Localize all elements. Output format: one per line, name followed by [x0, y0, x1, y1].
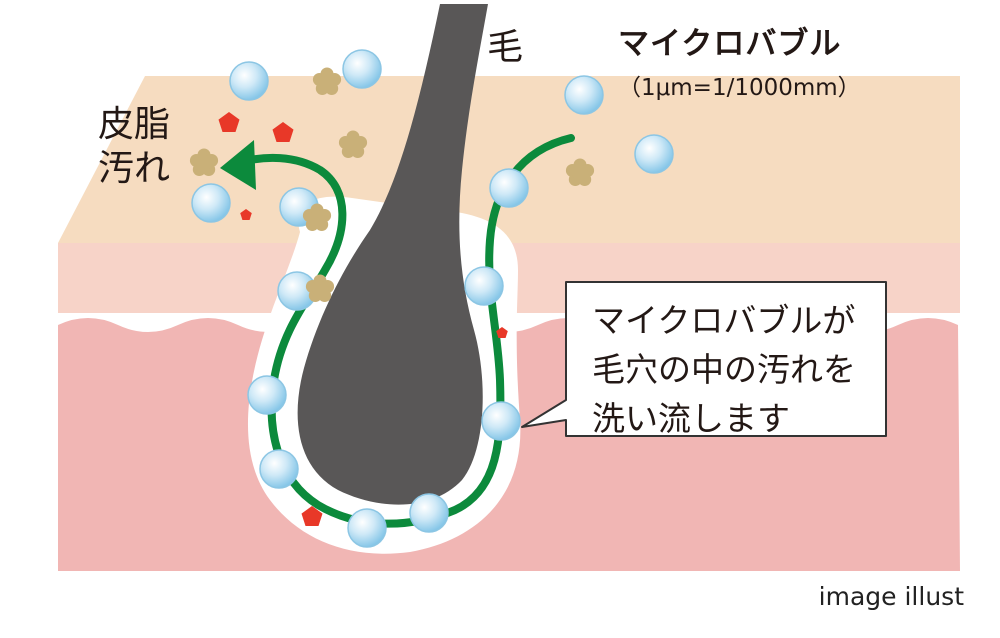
microbubble-unit: （1μm=1/1000mm） — [618, 75, 861, 101]
flow-arrow-head — [220, 140, 256, 190]
hair-shaft — [297, 4, 488, 505]
callout-line-2: 毛穴の中の汚れを — [592, 350, 856, 389]
callout-box — [521, 281, 887, 437]
sebum-dirt-label: 皮脂 汚れ — [98, 103, 170, 191]
dirt-label: 汚れ — [98, 148, 171, 189]
callout-text: マイクロバブルが 毛穴の中の汚れを 洗い流します — [592, 296, 856, 443]
callout-line-3: 洗い流します — [592, 399, 790, 438]
callout-line-1: マイクロバブルが — [592, 301, 856, 340]
sebum-label: 皮脂 — [98, 104, 171, 145]
image-credit: image illust — [818, 582, 964, 611]
microbubble-title: マイクロバブル — [618, 26, 842, 62]
hair-label: 毛 — [487, 27, 524, 68]
